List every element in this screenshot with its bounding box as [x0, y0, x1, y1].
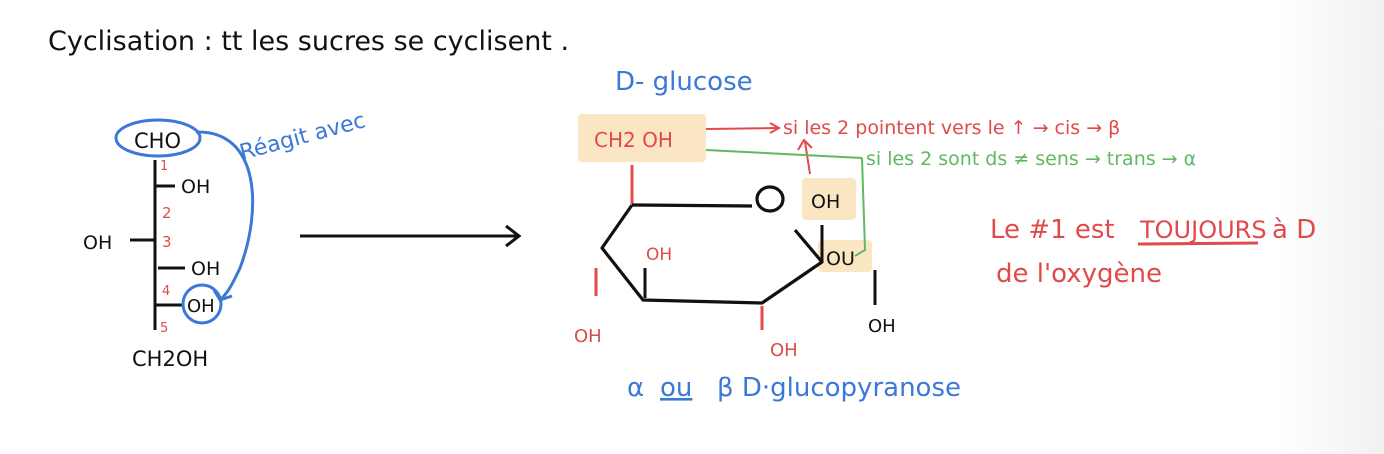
c2-oh-label: OH [181, 176, 210, 198]
inner-oh-label: OH [646, 245, 672, 265]
note-line1-a: Le #1 est [990, 215, 1115, 245]
c5-oh-label: OH [187, 296, 215, 317]
oh-highlight [802, 178, 856, 220]
ring-oxygen [755, 185, 785, 213]
note-line2: de l'oxygène [996, 259, 1162, 289]
reaction-arrow-curve [195, 130, 255, 300]
carbon-number-4: 4 [162, 284, 170, 299]
carbon-number-2: 2 [162, 204, 172, 222]
cis-pointer [804, 141, 811, 175]
product-ou: ou [660, 373, 692, 403]
c4-oh-label: OH [191, 258, 220, 280]
note-line1-c: à D [1272, 215, 1316, 245]
product-rest: β D·glucopyranose [717, 373, 961, 403]
right-bottom-oh-label: OH [868, 316, 896, 337]
cis-rule: si les 2 pointent vers le ↑ → cis → β [783, 117, 1120, 139]
c3-oh-label: OH [83, 232, 112, 254]
trans-rule: si les 2 sont ds ≠ sens → trans → α [866, 148, 1196, 170]
ch2oh-bottom-label: CH2OH [132, 347, 208, 371]
ch2oh-label: CH2 OH [594, 128, 673, 152]
side-note: Le #1 est TOUJOURS à D de l'oxygène [990, 215, 1316, 289]
trans-line [705, 149, 863, 159]
fischer-projection: CHO OH OH OH OH CH2OH 1 2 3 4 5 Réagit a… [83, 108, 368, 371]
reaction-annotation: Réagit avec [237, 108, 368, 166]
oh-circle [181, 283, 223, 325]
ou-highlight [818, 240, 872, 272]
title: Cyclisation : tt les sucres se cyclisent… [48, 26, 569, 57]
carbon-number-5: 5 [160, 321, 168, 336]
product-alpha: α [627, 373, 644, 403]
carbon-number-3: 3 [162, 233, 172, 251]
reaction-arrow-head [212, 289, 233, 302]
toujours-underline [1137, 241, 1259, 246]
bottom-oh-label: OH [770, 340, 798, 361]
haworth-ring: D- glucose CH2 OH OH OU OH OH OH OH α ou… [574, 67, 961, 403]
ring-name: D- glucose [615, 67, 753, 97]
ch2oh-highlight [578, 114, 706, 162]
cis-arrow [705, 127, 779, 130]
trans-pointer [854, 157, 867, 257]
main-reaction-arrow [300, 224, 522, 248]
rule-annotations: si les 2 pointent vers le ↑ → cis → β si… [705, 117, 1196, 257]
cho-label: CHO [134, 129, 181, 153]
note-line1-b: TOUJOURS [1139, 216, 1267, 244]
ou-label: OU [826, 248, 855, 270]
anomeric-oh-label: OH [811, 191, 840, 213]
carbon-number-1: 1 [160, 159, 168, 174]
ring-outline [600, 203, 824, 305]
cho-circle [114, 118, 202, 158]
left-oh-label: OH [574, 326, 602, 347]
